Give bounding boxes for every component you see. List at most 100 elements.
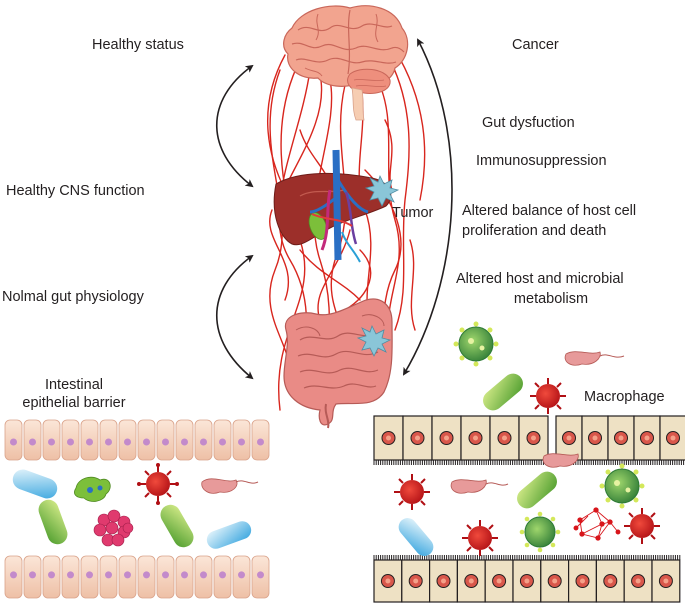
damaged-epithelial-cell [581,415,609,461]
damaged-epithelial-cell [484,559,514,603]
epithelial-cell [232,555,251,599]
barrier-label-line2: epithelial barrier [22,395,126,411]
damaged-epithelial-cell [555,415,583,461]
green-rod-bacterium [38,499,68,545]
damaged-epithelial-cell [489,415,520,461]
left-microbiota [12,463,259,549]
epithelial-cell [213,419,232,461]
damaged-epithelial-cell [518,415,549,461]
pink-flagellate-bacterium [542,453,579,468]
altered-metabolism-line1: Altered host and microbial [456,271,624,287]
barrier-label-line1: Intestinal [44,377,104,393]
cancer-label: Cancer [512,37,559,53]
damaged-epithelial-cell [373,415,404,461]
epithelial-cell [156,419,175,461]
damaged-epithelial-cell [567,559,597,603]
gut-dysfunction-label: Gut dysfuction [482,115,575,131]
epithelial-cell [99,555,118,599]
epithelial-cell [23,419,42,461]
epithelial-cell [194,555,213,599]
damaged-epithelial-cell [429,559,459,603]
epithelial-cell [4,555,23,599]
damaged-epithelial-cell [401,559,431,603]
epithelial-cell [42,419,61,461]
damaged-epithelial-cell [402,415,433,461]
epithelial-cell [42,555,61,599]
epithelial-cell [213,555,232,599]
damaged-epithelial-cell [659,415,685,461]
epithelial-cell [4,419,23,461]
bidirectional-arrows [216,38,453,380]
healthy-status-label: Healthy status [92,37,184,53]
green-virus [519,511,561,553]
epithelial-cell [99,419,118,461]
altered-balance-line1: Altered balance of host cell [462,203,637,219]
blue-rod-bacterium [206,521,252,549]
green-rod-bacterium [483,373,523,411]
green-virus [453,321,499,367]
damaged-epithelial-cell [540,559,570,603]
epithelial-cell [23,555,42,599]
liver-illustration [273,149,392,263]
right-bottom-epithelium [373,555,681,603]
altered-metabolism-line2: metabolism [513,291,589,307]
blue-rod-bacterium [12,469,58,499]
green-parasite [74,476,111,502]
damaged-epithelial-cell [512,559,542,603]
right-microbiota [394,321,660,556]
damaged-epithelial-cell [651,559,681,603]
epithelial-cell [61,419,80,461]
epithelial-cell [175,555,194,599]
arrow-liver-gut [216,254,254,380]
red-macrophage-cell [394,474,430,510]
damaged-epithelial-cell [456,559,486,603]
epithelial-cell [175,419,194,461]
damaged-epithelial-cell [607,415,635,461]
epithelial-cell [118,555,137,599]
blue-rod-bacterium [398,518,434,556]
left-bottom-epithelium [4,555,270,599]
epithelial-cell [80,555,99,599]
brain-illustration [283,5,409,121]
green-rod-bacterium [160,504,194,548]
green-rod-bacterium [517,471,557,509]
epithelial-cell [194,419,213,461]
damaged-epithelial-cell [373,559,403,603]
epithelial-cell [156,555,175,599]
epithelial-cell [61,555,80,599]
damaged-epithelial-cell [595,559,625,603]
damaged-epithelial-cell [623,559,653,603]
green-virus [599,463,645,509]
damaged-epithelial-cell [633,415,661,461]
epithelial-cell [137,555,156,599]
tumor-label: Tumor [392,205,434,221]
arrow-brain-liver [216,64,254,188]
pink-flagellate-bacterium [450,479,509,494]
epithelial-cell [232,419,251,461]
healthy-cns-label: Healthy CNS function [6,183,145,199]
epithelial-cell [80,419,99,461]
pink-flagellate-bacterium [201,478,259,494]
epithelial-cell [118,419,137,461]
red-macrophage-cell [137,463,179,505]
epithelial-cell [251,419,270,461]
intestine-tumor [356,324,392,357]
red-macrophage-cell [624,508,660,544]
gut-physiology-label: Nolmal gut physiology [2,289,144,305]
right-top-epithelium [373,415,685,465]
intestine-illustration [283,298,393,429]
arrow-cancer-axis [402,38,453,376]
damaged-epithelial-cell [431,415,462,461]
damaged-epithelial-cell [460,415,491,461]
epithelial-cell [137,419,156,461]
epithelial-cell [251,555,270,599]
immunosuppression-label: Immunosuppression [476,153,607,169]
macrophage-label: Macrophage [584,389,665,405]
red-molecular-network [573,507,621,541]
red-macrophage-cell [530,378,566,414]
pink-flagellate-bacterium [564,351,625,366]
liver-tumor [364,174,400,207]
left-top-epithelium [4,419,270,461]
pink-coccus-cluster [93,509,134,547]
